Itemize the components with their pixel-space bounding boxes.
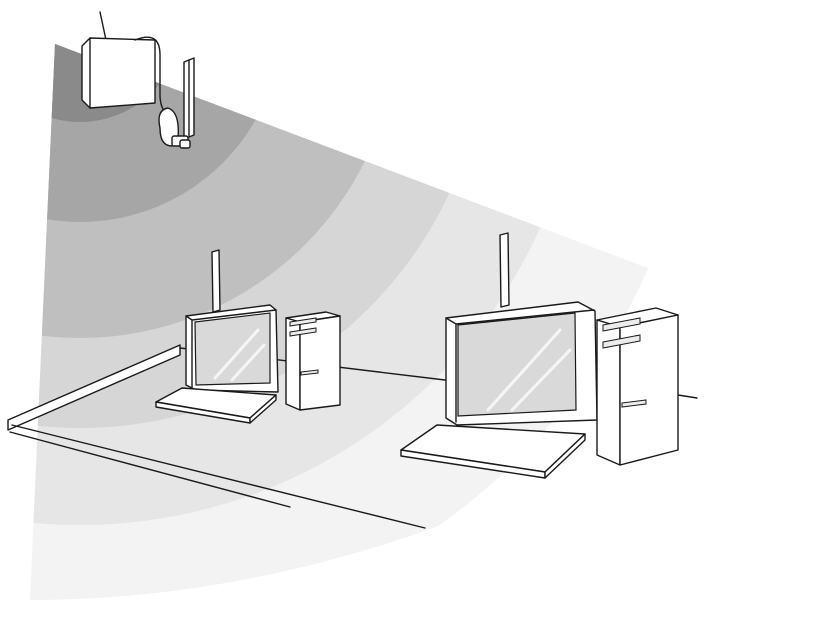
desk-right-back-edge bbox=[678, 395, 697, 398]
